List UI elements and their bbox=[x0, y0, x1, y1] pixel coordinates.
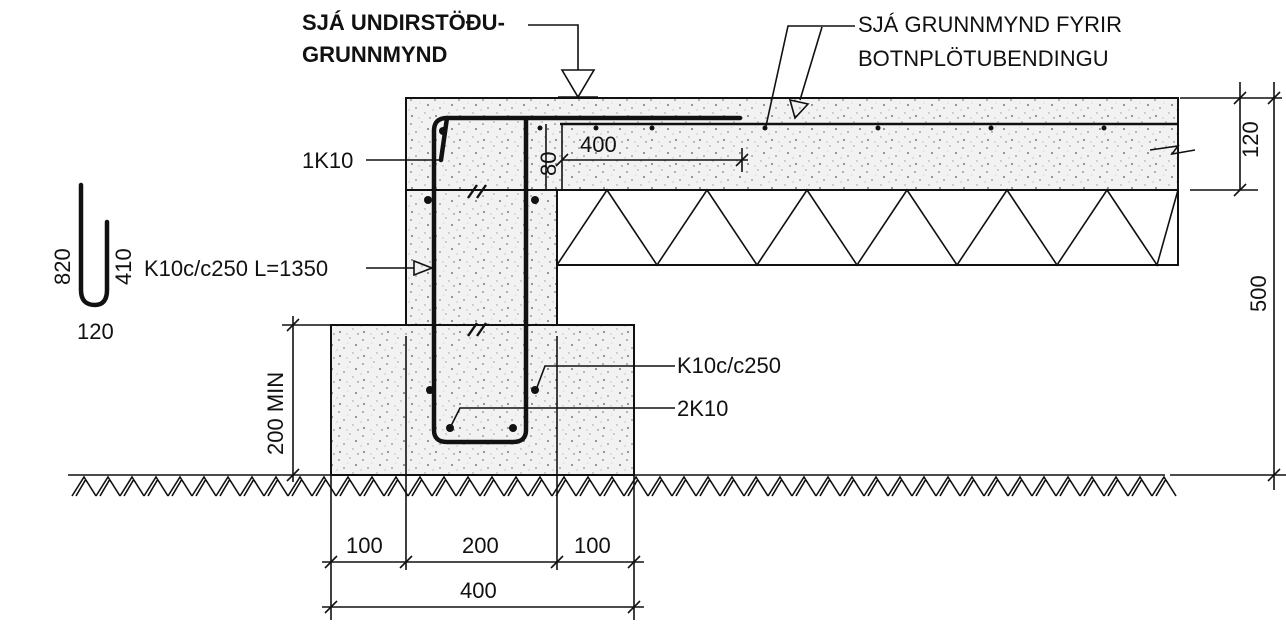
foundation-ref-marker bbox=[560, 69, 596, 99]
slab-ref-marker bbox=[788, 98, 810, 120]
dim-bottom-total: 400 bbox=[460, 578, 497, 603]
slab-ref-line2: BOTNPLÖTUBENDINGU bbox=[858, 46, 1109, 71]
slab-mesh-dots bbox=[537, 125, 1107, 131]
insulation bbox=[556, 189, 1179, 266]
dim-lap: 400 bbox=[555, 124, 749, 190]
leader-2k10 bbox=[449, 407, 675, 429]
dim-bottom-left: 100 bbox=[346, 533, 383, 558]
main-u-rebar bbox=[431, 115, 743, 445]
dim-footing-depth: 200 MIN bbox=[263, 372, 288, 455]
dim-bottom-right: 100 bbox=[574, 533, 611, 558]
bar-leg-long: 820 bbox=[50, 248, 75, 285]
bar-shape: 820 410 120 bbox=[50, 182, 136, 344]
dim-slab-thickness: 120 bbox=[1238, 121, 1263, 158]
leader-k10-c250 bbox=[535, 365, 675, 391]
ground bbox=[68, 474, 1177, 497]
slab-ref-leader-2 bbox=[799, 26, 823, 101]
ground-hatch bbox=[71, 475, 1177, 497]
label-2k10: 2K10 bbox=[677, 396, 728, 421]
rebar-hook-top bbox=[438, 115, 450, 163]
label-k10-l1350: K10c/c250 L=1350 bbox=[144, 256, 328, 281]
foundation-ref-leader bbox=[528, 24, 579, 70]
footing bbox=[330, 324, 635, 476]
dim-footing: 200 MIN bbox=[263, 316, 331, 482]
bar-bottom: 120 bbox=[77, 319, 114, 344]
insulation-pattern bbox=[556, 188, 1179, 267]
dim-cover: 80 bbox=[526, 124, 566, 191]
break-symbol bbox=[1149, 144, 1196, 156]
foundation-wall bbox=[405, 189, 558, 326]
floor-slab bbox=[405, 97, 1179, 191]
label-1k10: 1K10 bbox=[302, 148, 353, 173]
foundation-ref-line2: GRUNNMYND bbox=[302, 42, 447, 67]
slash-marks bbox=[467, 184, 487, 337]
foundation-ref-line1: SJÁ UNDIRSTÖÐU- bbox=[302, 10, 505, 35]
dim-bottom: 100 200 100 400 bbox=[322, 336, 644, 620]
marker-k10-l1350 bbox=[413, 259, 435, 277]
dim-lap-text: 400 bbox=[580, 132, 617, 157]
dim-cover-text: 80 bbox=[536, 152, 561, 176]
label-k10-c250: K10c/c250 bbox=[677, 353, 781, 378]
slab-ref-line1: SJÁ GRUNNMYND FYRIR bbox=[858, 12, 1122, 37]
bar-leg-short: 410 bbox=[111, 248, 136, 285]
dim-right: 120 500 bbox=[1170, 82, 1286, 490]
dim-bottom-mid: 200 bbox=[462, 533, 499, 558]
slab-ref-leader bbox=[765, 25, 855, 127]
dim-total-height: 500 bbox=[1246, 275, 1271, 312]
